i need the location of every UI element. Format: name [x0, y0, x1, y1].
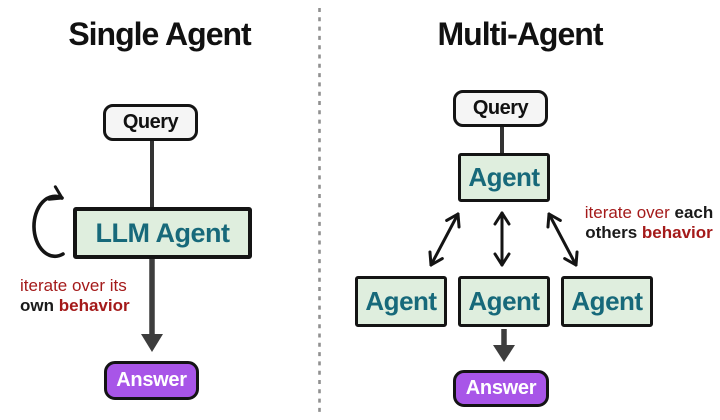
multi-worker-agent-label-2: Agent — [468, 286, 540, 316]
multi-worker-agent-box-3: Agent — [561, 276, 653, 327]
self-loop-arrow-icon — [32, 185, 65, 259]
bidirectional-arrow-right-icon — [546, 212, 579, 267]
multi-caption: iterate over each others behavior — [577, 203, 720, 243]
multi-coordinator-agent-box: Agent — [458, 153, 550, 202]
multi-query-box: Query — [453, 90, 548, 127]
multi-worker-agent-box-2: Agent — [458, 276, 550, 327]
multi-query-label: Query — [472, 97, 529, 119]
multi-worker-agent-label-1: Agent — [365, 286, 437, 316]
single-llm-agent-box: LLM Agent — [73, 207, 252, 259]
single-agent-title: Single Agent — [68, 16, 251, 52]
single-query-label: Query — [122, 111, 179, 133]
multi-answer-label: Answer — [465, 377, 537, 399]
multi-coordinator-agent-label: Agent — [468, 162, 540, 192]
single-llm-agent-label: LLM Agent — [95, 217, 230, 248]
single-answer-label: Answer — [116, 369, 187, 391]
multi-worker-agent-box-1: Agent — [355, 276, 447, 327]
single-caption-line2: own behavior — [20, 296, 130, 315]
single-answer-box: Answer — [104, 361, 199, 400]
multi-caption-line2: others behavior — [585, 223, 713, 242]
single-caption-line1: iterate over its — [20, 276, 127, 295]
multi-caption-line1: iterate over each — [584, 203, 714, 222]
single-query-box: Query — [103, 104, 198, 141]
multi-down-arrow-icon — [493, 329, 515, 362]
multi-agent-title: Multi-Agent — [437, 16, 604, 52]
single-down-arrow-icon — [141, 258, 163, 352]
multi-worker-agent-label-3: Agent — [571, 286, 643, 316]
single-caption: iterate over its own behavior — [20, 276, 130, 316]
bidirectional-arrow-left-icon — [428, 212, 461, 267]
multi-answer-box: Answer — [453, 370, 549, 407]
